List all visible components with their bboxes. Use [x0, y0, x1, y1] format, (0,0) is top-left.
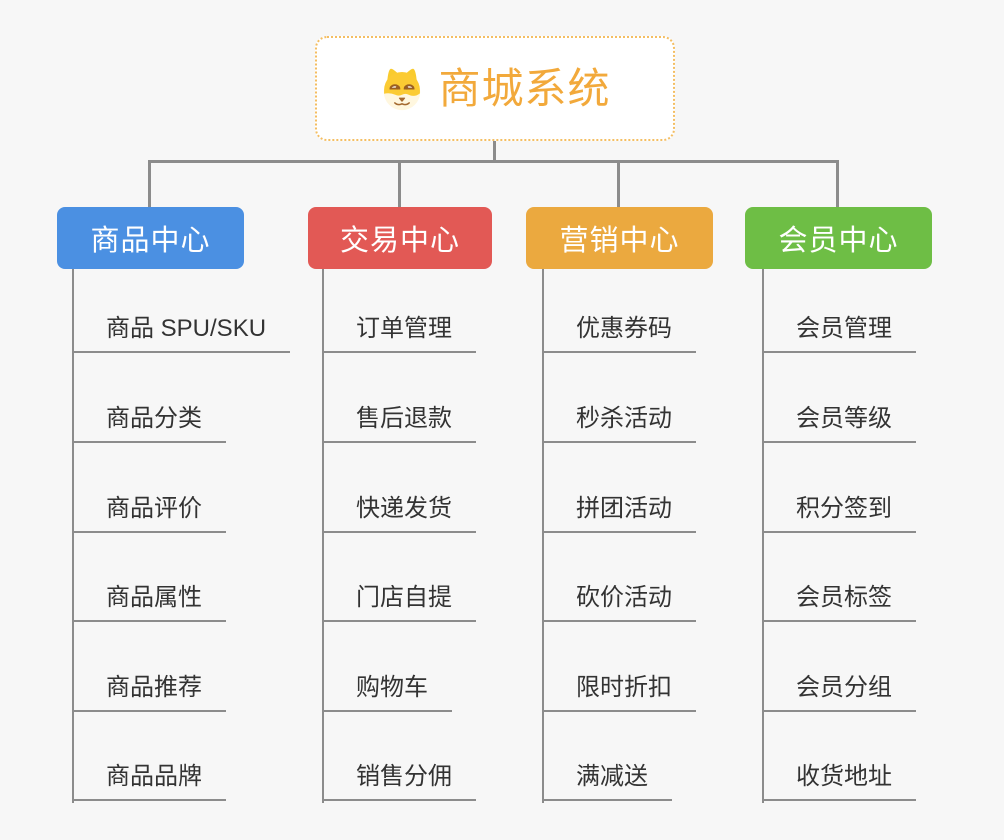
leaf-node[interactable]: 销售分佣	[322, 762, 476, 801]
trunk-member	[762, 269, 764, 803]
branch-member-center[interactable]: 会员中心	[745, 207, 932, 269]
leaf-node[interactable]: 秒杀活动	[542, 404, 696, 443]
leaf-node[interactable]: 门店自提	[322, 583, 476, 622]
leaf-node[interactable]: 会员等级	[762, 404, 916, 443]
leaf-node[interactable]: 砍价活动	[542, 583, 696, 622]
branch-marketing-center[interactable]: 营销中心	[526, 207, 713, 269]
trunk-marketing	[542, 269, 544, 803]
leaf-node[interactable]: 售后退款	[322, 404, 476, 443]
leaf-node[interactable]: 会员标签	[762, 583, 916, 622]
leaf-node[interactable]: 商品分类	[72, 404, 226, 443]
connector-drop-trade	[398, 160, 401, 207]
leaf-node[interactable]: 优惠券码	[542, 314, 696, 353]
leaf-node[interactable]: 快递发货	[322, 494, 476, 533]
leaf-node[interactable]: 积分签到	[762, 494, 916, 533]
leaf-node[interactable]: 商品品牌	[72, 762, 226, 801]
leaf-node[interactable]: 商品推荐	[72, 673, 226, 712]
leaf-node[interactable]: 订单管理	[322, 314, 476, 353]
connector-root-stem	[493, 141, 496, 163]
trunk-trade	[322, 269, 324, 803]
dog-face-icon	[379, 66, 425, 112]
leaf-node[interactable]: 收货地址	[762, 762, 916, 801]
connector-drop-marketing	[617, 160, 620, 207]
leaf-node[interactable]: 商品 SPU/SKU	[72, 314, 291, 353]
leaf-node[interactable]: 购物车	[322, 673, 452, 712]
trunk-product	[72, 269, 74, 803]
connector-drop-product	[148, 160, 151, 207]
leaf-node[interactable]: 限时折扣	[542, 673, 696, 712]
branch-trade-center[interactable]: 交易中心	[308, 207, 492, 269]
leaf-node[interactable]: 满减送	[542, 762, 672, 801]
root-title: 商城系统	[438, 64, 611, 112]
leaf-node[interactable]: 商品评价	[72, 494, 226, 533]
leaf-node[interactable]: 商品属性	[72, 583, 226, 622]
leaf-node[interactable]: 拼团活动	[542, 494, 696, 533]
connector-drop-member	[836, 160, 839, 207]
root-node[interactable]: 商城系统	[315, 36, 675, 141]
connector-top-rail	[149, 160, 839, 163]
leaf-node[interactable]: 会员管理	[762, 314, 916, 353]
leaf-node[interactable]: 会员分组	[762, 673, 916, 712]
branch-product-center[interactable]: 商品中心	[57, 207, 244, 269]
